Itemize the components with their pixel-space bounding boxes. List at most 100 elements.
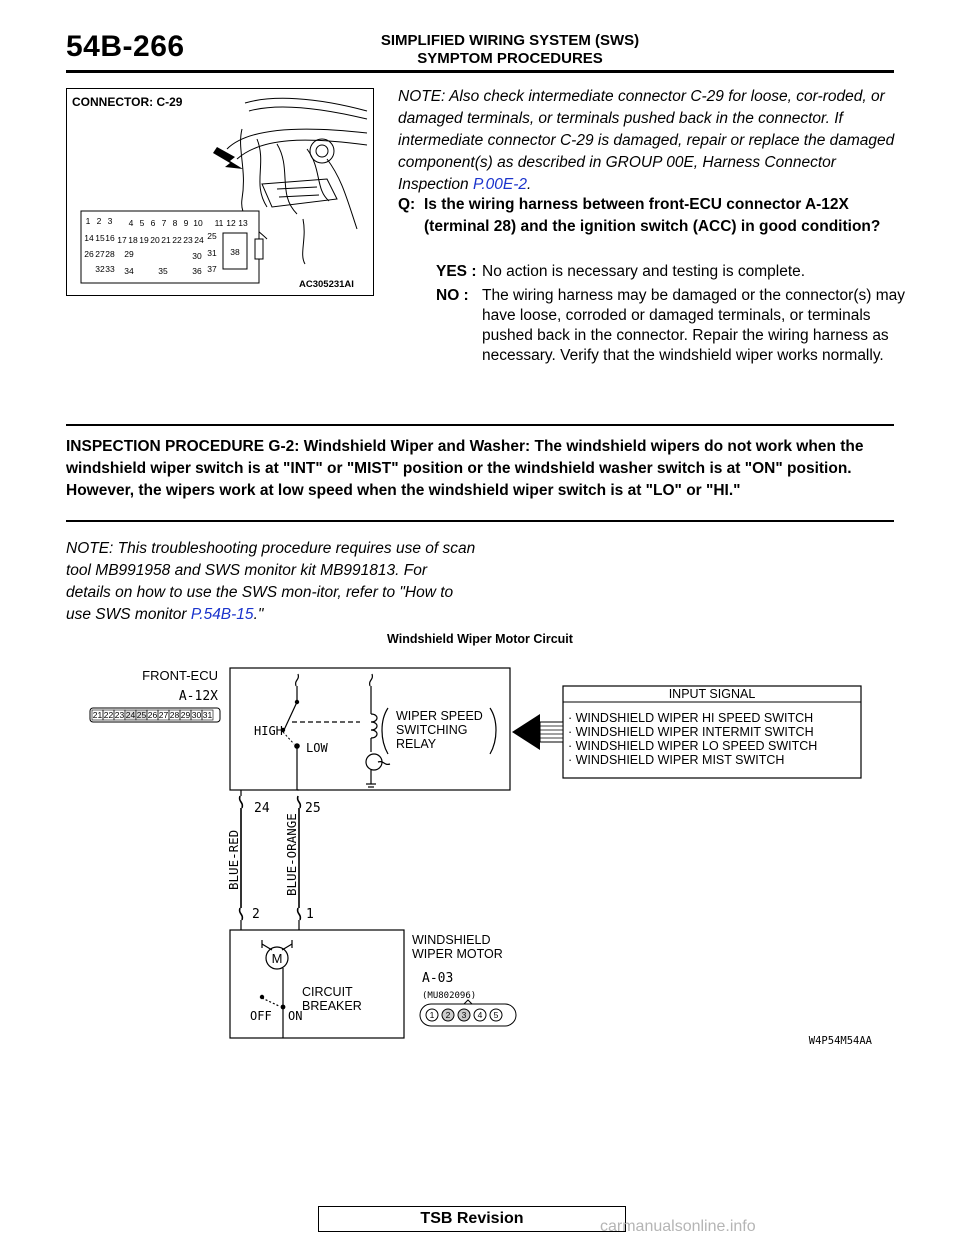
svg-text:2: 2 [97, 216, 102, 226]
input-arrow [512, 714, 564, 750]
on-label: ON [288, 1009, 302, 1023]
svg-text:25: 25 [137, 710, 147, 720]
svg-text:26: 26 [84, 249, 94, 259]
motor-part-number: (MU802096) [422, 991, 476, 1001]
connector-title: CONNECTOR: C-29 [72, 95, 183, 109]
svg-text:31: 31 [207, 248, 217, 258]
diagram-code: W4P54M54AA [809, 1035, 873, 1047]
svg-text:30: 30 [192, 710, 202, 720]
svg-text:5: 5 [140, 218, 145, 228]
link-sws-monitor[interactable]: P.54B-15 [190, 606, 254, 623]
off-label: OFF [250, 1009, 272, 1023]
svg-text:9: 9 [184, 218, 189, 228]
svg-text:3: 3 [462, 1010, 467, 1020]
svg-text:34: 34 [124, 266, 134, 276]
circuit-breaker-label-2: BREAKER [302, 999, 362, 1013]
pointer-arrow [213, 147, 243, 169]
svg-text:32: 32 [95, 264, 105, 274]
ecu-name: FRONT-ECU [142, 668, 218, 683]
svg-text:16: 16 [105, 233, 115, 243]
answer-yes: YES : No action is necessary and testing… [436, 263, 806, 280]
svg-text:30: 30 [192, 251, 202, 261]
svg-text:22: 22 [172, 235, 182, 245]
svg-text:29: 29 [124, 249, 134, 259]
ecu-terminal-25: 25 [305, 801, 321, 816]
svg-text:29: 29 [181, 710, 191, 720]
circuit-breaker-label-1: CIRCUIT [302, 985, 353, 999]
motor-name-2: WIPER MOTOR [412, 947, 503, 961]
motor-terminal-1: 1 [306, 907, 314, 922]
svg-text:2: 2 [446, 1010, 451, 1020]
svg-text:20: 20 [150, 235, 160, 245]
svg-text:1: 1 [86, 216, 91, 226]
input-signal-title: INPUT SIGNAL [669, 687, 756, 701]
input-signal-mist: · WINDSHIELD WIPER MIST SWITCH [568, 753, 784, 767]
connector-figure-code: AC305231AI [299, 279, 354, 290]
svg-text:33: 33 [105, 264, 115, 274]
question-block: Q: Is the wiring harness between front-E… [398, 194, 898, 238]
procedure-rule-top [66, 424, 894, 426]
svg-text:19: 19 [139, 235, 149, 245]
wiper-motor-circuit-diagram: FRONT-ECU A-12X 21 22 23 24 25 26 27 28 … [89, 667, 873, 1047]
question-text: Is the wiring harness between front-ECU … [424, 196, 881, 235]
ecu-box [229, 667, 511, 791]
procedure-heading: INSPECTION PROCEDURE G-2: Windshield Wip… [66, 438, 864, 499]
subsection-title: SYMPTOM PROCEDURES [417, 50, 603, 67]
ecu-connector: A-12X [179, 689, 218, 704]
wire-blue-orange: BLUE-ORANGE [284, 813, 299, 896]
motor-name-1: WINDSHIELD [412, 933, 490, 947]
wire-blue-red: BLUE-RED [226, 830, 241, 890]
svg-text:14: 14 [84, 233, 94, 243]
ecu-pin-strip: 21 22 23 24 25 26 27 28 29 30 31 [89, 707, 221, 723]
svg-text:24: 24 [126, 710, 136, 720]
motor-connector: A-03 [422, 971, 453, 986]
svg-text:23: 23 [183, 235, 193, 245]
svg-text:18: 18 [128, 235, 138, 245]
note-scan-tool: NOTE: This troubleshooting procedure req… [66, 540, 476, 623]
svg-text:4: 4 [129, 218, 134, 228]
svg-text:13: 13 [238, 218, 248, 228]
svg-text:25: 25 [207, 231, 217, 241]
svg-text:15: 15 [95, 233, 105, 243]
watermark: carmanualsonline.info [600, 1218, 756, 1235]
relay-label-3: RELAY [396, 737, 437, 751]
input-signal-intermit: · WINDSHIELD WIPER INTERMIT SWITCH [568, 725, 814, 739]
svg-text:35: 35 [158, 266, 168, 276]
svg-text:6: 6 [151, 218, 156, 228]
link-harness-inspection[interactable]: P.00E-2 [472, 176, 527, 193]
page-number: 54B-266 [66, 30, 185, 63]
svg-text:26: 26 [148, 710, 158, 720]
svg-text:38: 38 [230, 247, 240, 257]
svg-text:1: 1 [430, 1010, 435, 1020]
svg-text:27: 27 [95, 249, 105, 259]
input-signal-box: INPUT SIGNAL · WINDSHIELD WIPER HI SPEED… [562, 685, 862, 779]
question-label: Q: [398, 196, 416, 213]
answer-no: NO : The wiring harness may be damaged o… [436, 287, 906, 364]
motor-symbol: M [272, 951, 283, 966]
svg-text:31: 31 [203, 710, 213, 720]
svg-text:8: 8 [173, 218, 178, 228]
connector-illustration: CONNECTOR: C-29 1 2 3 [72, 95, 368, 290]
svg-text:11: 11 [215, 218, 224, 228]
svg-text:23: 23 [115, 710, 125, 720]
svg-text:4: 4 [478, 1010, 483, 1020]
svg-text:28: 28 [170, 710, 180, 720]
section-title: SIMPLIFIED WIRING SYSTEM (SWS) [380, 32, 640, 49]
relay-label-2: SWITCHING [396, 723, 468, 737]
note-intermediate-connector: NOTE: Also check intermediate connector … [398, 88, 895, 193]
connector-figure: CONNECTOR: C-29 1 2 3 [66, 88, 374, 296]
svg-text:21: 21 [161, 235, 171, 245]
header-rule [66, 70, 894, 73]
svg-text:5: 5 [494, 1010, 499, 1020]
high-contact-label: HIGH [254, 724, 283, 738]
low-contact-label: LOW [306, 741, 328, 755]
svg-text:17: 17 [117, 235, 127, 245]
motor-box [229, 929, 405, 1039]
motor-terminal-2: 2 [252, 907, 260, 922]
diagram-title: Windshield Wiper Motor Circuit [387, 632, 573, 646]
ecu-terminal-24: 24 [254, 801, 270, 816]
svg-text:12: 12 [226, 218, 236, 228]
svg-text:10: 10 [193, 218, 203, 228]
tsb-revision-box: TSB Revision [318, 1206, 626, 1232]
procedure-rule-bottom [66, 520, 894, 522]
